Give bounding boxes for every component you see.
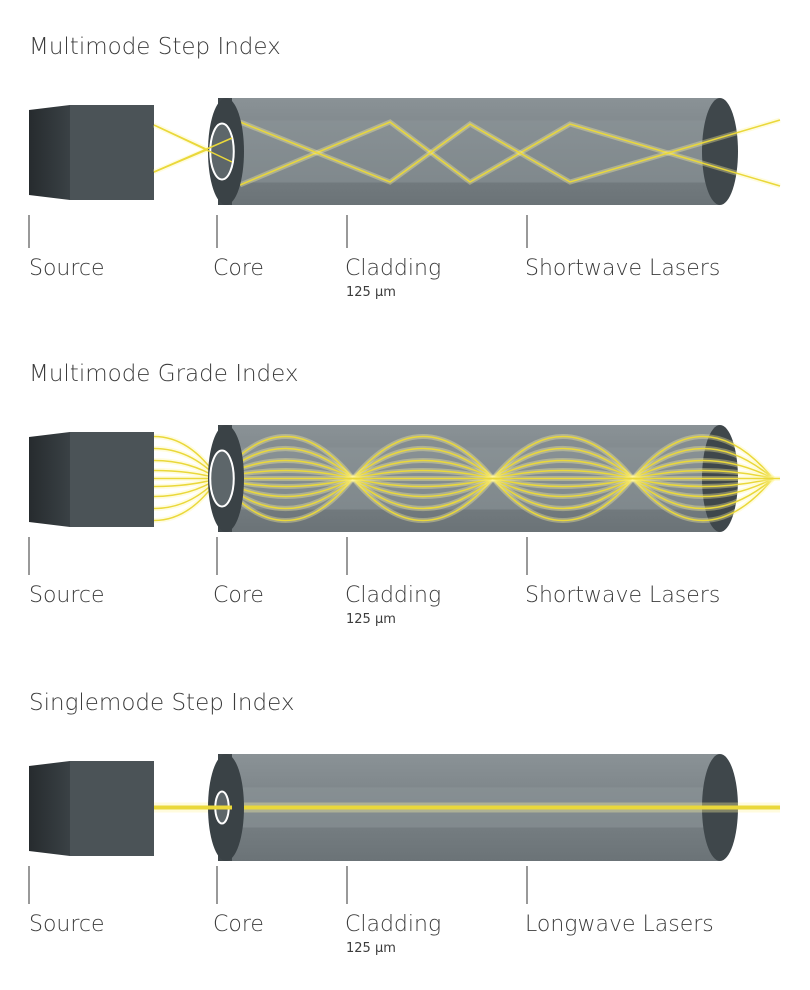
zigzag-ray-b [239,119,781,183]
section-title: Multimode Step Index [29,34,281,60]
laser-type-label: Shortwave Lasers [525,256,720,281]
source-side-face [29,105,70,200]
wave-down-3-2 [632,477,774,498]
wave-up-3-2 [632,459,774,480]
core-circle [209,449,235,508]
source-front-face [70,105,154,200]
wave-up-3-1 [632,447,774,480]
wave-down-2-0 [492,478,634,522]
wave-down-2-3 [492,477,634,488]
wave-up-2-2 [492,459,634,480]
wave-down-1-2 [352,477,494,498]
source-side-face [29,432,70,527]
wave-up-3-0 [632,435,774,479]
wave-up-1-2 [352,459,494,480]
wave-down-3-3 [632,477,774,488]
wave-up-2-0 [492,435,634,479]
wave-up-3-3 [632,469,774,480]
section-title: Multimode Grade Index [29,361,299,387]
wave-up-2-3 [492,469,634,480]
entry-ray-over [153,124,233,173]
fiber-graphic [29,98,781,205]
cladding-label: Cladding [345,256,441,281]
wave-down-3-1 [632,477,774,510]
wave-down-3-0 [632,478,774,522]
core-label: Core [213,583,264,608]
laser-type-label: Shortwave Lasers [525,583,720,608]
source-side-face [29,761,70,856]
fiber-far-end [702,98,738,205]
section-singlemode-step-index: Singlemode Step Index Source Core Claddi… [28,690,780,956]
source-label: Source [29,583,105,608]
cladding-size-label: 125 µm [346,941,396,956]
core-band [230,120,720,183]
fiber-graphic [29,425,780,532]
wave-down-1-3 [352,477,494,488]
wave-down-2-1 [492,477,634,510]
wave-up-1-3 [352,469,494,480]
source-front-face [70,432,154,527]
section-title: Singlemode Step Index [29,690,294,716]
laser-type-label: Longwave Lasers [525,912,714,937]
cladding-size-label: 125 µm [346,612,396,627]
section-multimode-step-index: Multimode Step Index Source Core Claddin… [28,34,781,300]
wave-down-2-2 [492,477,634,498]
wave-up-2-1 [492,447,634,480]
cladding-size-label: 125 µm [346,285,396,300]
source-label: Source [29,256,105,281]
cladding-label: Cladding [345,912,441,937]
fiber-graphic [29,754,780,861]
core-label: Core [213,256,264,281]
wave-down-1-0 [352,478,494,522]
section-multimode-grade-index: Multimode Grade Index Source Core Claddi… [28,361,780,627]
core-circle [209,122,235,181]
wave-down-1-1 [352,477,494,510]
source-label: Source [29,912,105,937]
wave-up-1-1 [352,447,494,480]
core-label: Core [213,912,264,937]
source-front-face [70,761,154,856]
wave-up-1-0 [352,435,494,479]
zigzag-ray-a [239,121,781,187]
cladding-label: Cladding [345,583,441,608]
